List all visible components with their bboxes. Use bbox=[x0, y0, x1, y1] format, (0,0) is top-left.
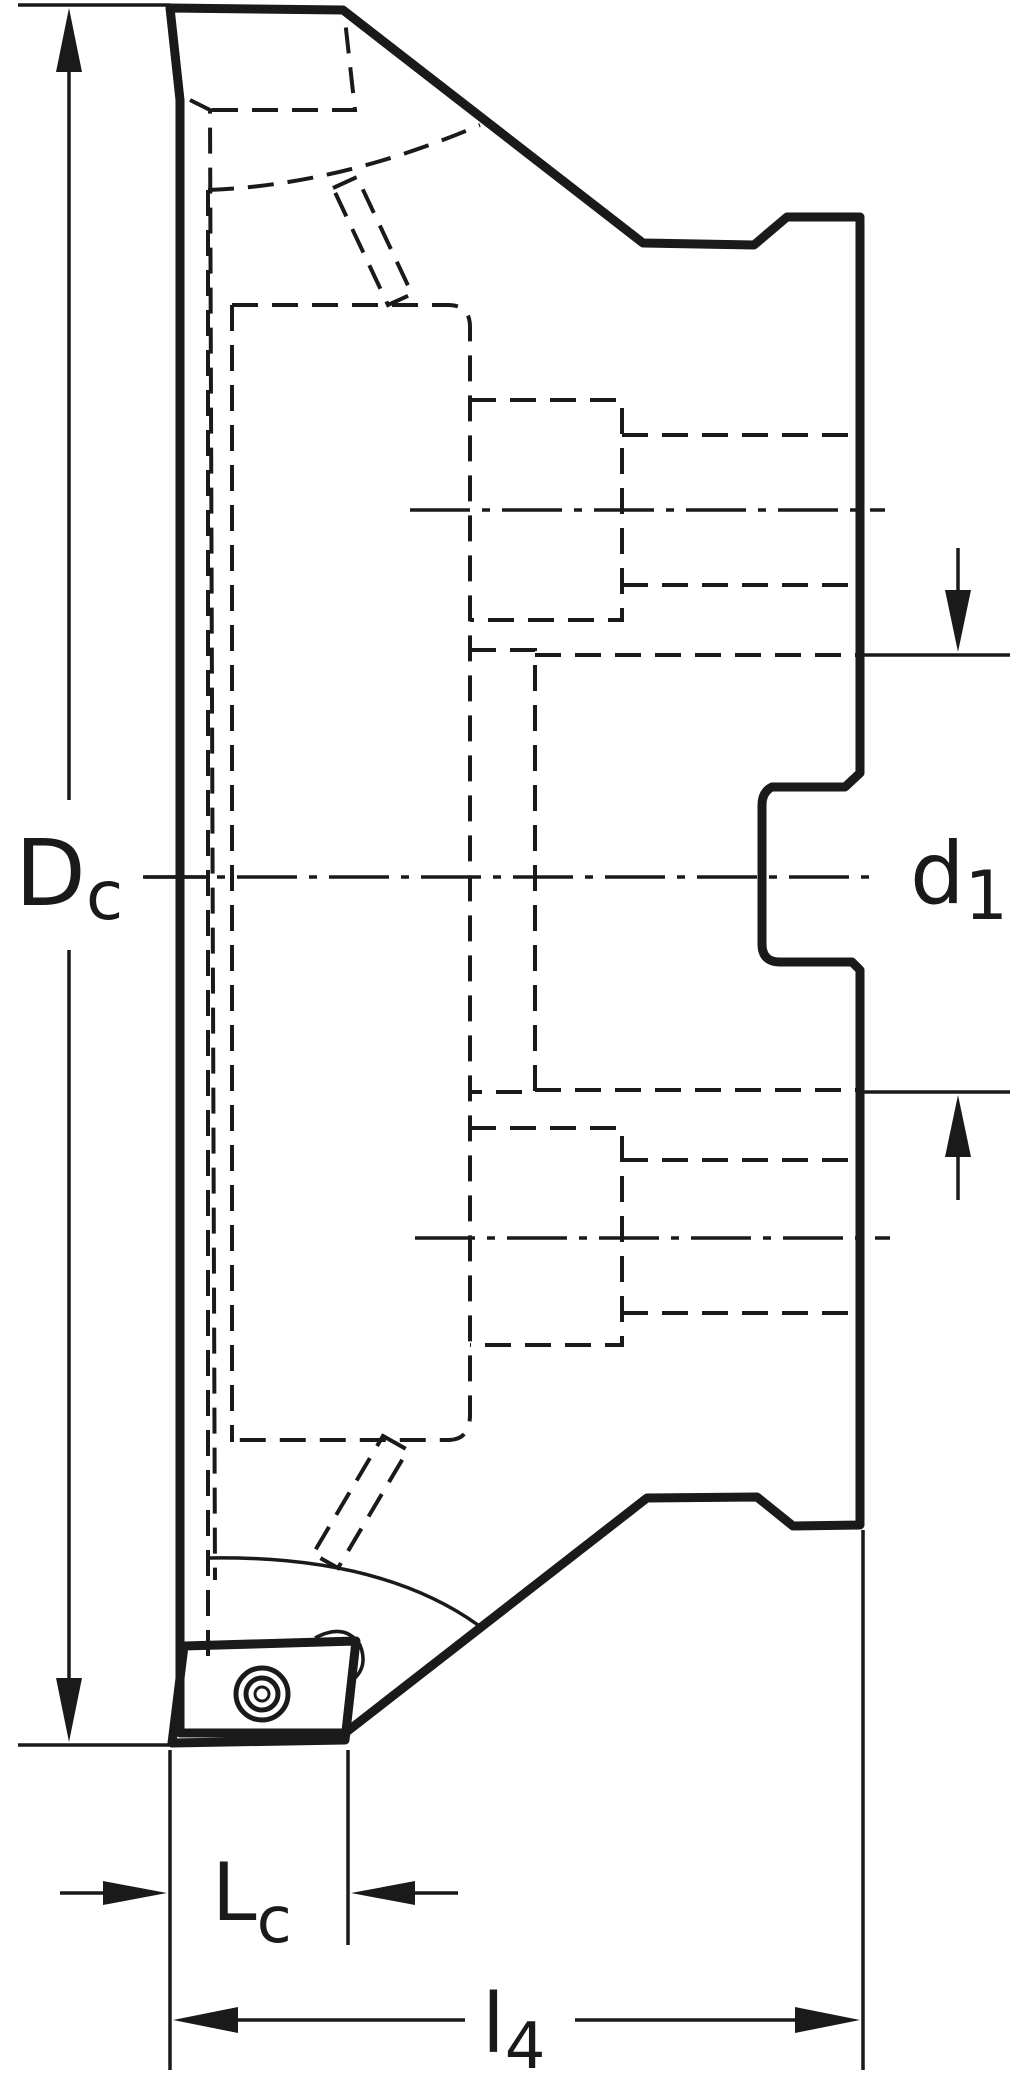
dc-dimension bbox=[18, 3, 210, 1747]
cutting-insert bbox=[167, 1629, 365, 1748]
lc-label: Lc bbox=[212, 1846, 292, 1958]
d1-label: d1 bbox=[910, 824, 1008, 936]
center-lines bbox=[145, 508, 890, 1240]
insert-screw-icon bbox=[233, 1665, 291, 1723]
d1-dimension bbox=[860, 548, 1010, 1200]
l4-dimension bbox=[173, 1530, 865, 2070]
dc-label: Dc bbox=[15, 820, 123, 936]
coolant-channel-bottom bbox=[310, 1433, 411, 1571]
coolant-channel-top bbox=[330, 174, 415, 308]
seat-arc bbox=[207, 1556, 480, 1627]
coolant-channels bbox=[310, 174, 415, 1571]
cutter-body bbox=[165, 3, 865, 1738]
lc-dimension bbox=[60, 1750, 458, 2070]
hidden-lines bbox=[189, 19, 860, 1660]
l4-label: l4 bbox=[482, 1977, 546, 2084]
